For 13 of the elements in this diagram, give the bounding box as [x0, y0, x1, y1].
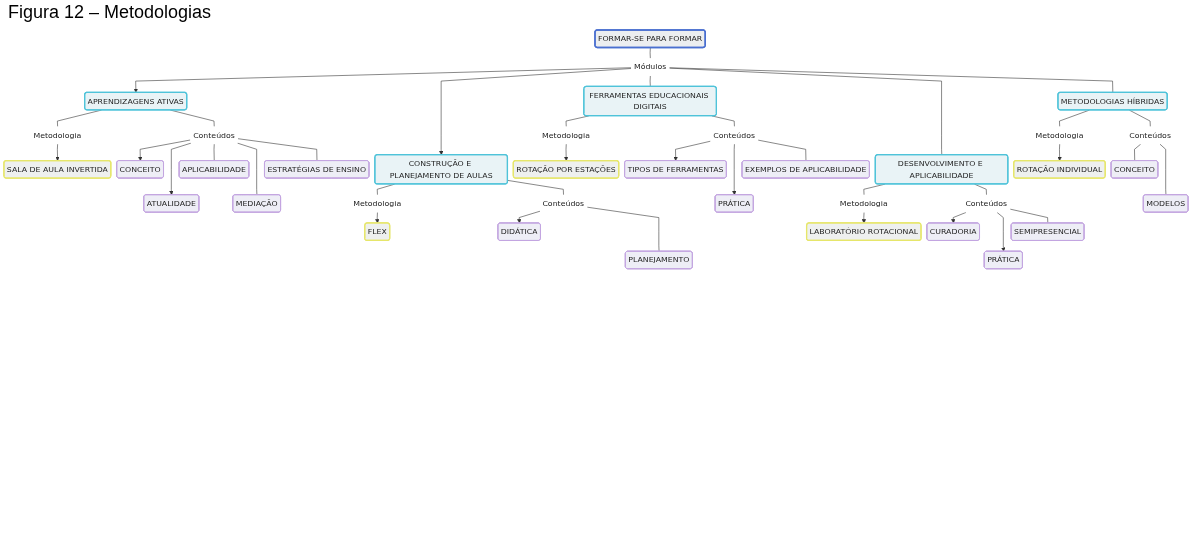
connector	[237, 138, 318, 162]
connector	[1129, 109, 1151, 127]
connector	[1059, 109, 1090, 127]
connector	[757, 139, 807, 162]
connector	[669, 67, 1114, 93]
connector	[1010, 208, 1049, 224]
connector	[57, 109, 102, 127]
connector	[1134, 143, 1141, 162]
connector	[974, 183, 987, 196]
connector	[507, 180, 564, 196]
figure-title: Figura 12 – Metodologias	[7, 1, 213, 24]
connector	[669, 67, 943, 156]
connector	[587, 206, 660, 252]
